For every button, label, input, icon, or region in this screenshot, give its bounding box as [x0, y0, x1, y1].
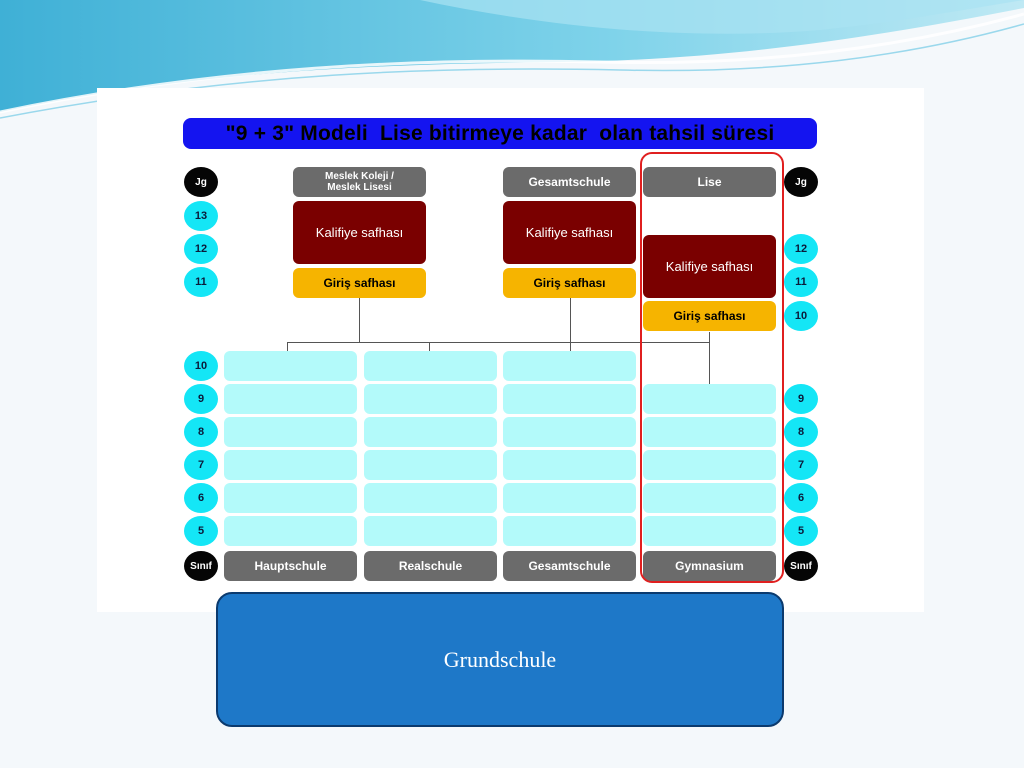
- grade-cell: [224, 384, 357, 414]
- grade-cell: [364, 384, 497, 414]
- grade-cell: [503, 417, 636, 447]
- jg-header-left: Jg: [184, 167, 218, 197]
- school-label-hauptschule: Hauptschule: [224, 551, 357, 581]
- jg-grade-left: 11: [184, 267, 218, 297]
- sinif-grade-right: 8: [784, 417, 818, 447]
- header-wave-decoration: [0, 0, 1024, 119]
- connector-horizontal: [287, 342, 710, 343]
- jg-grade-right: 10: [784, 301, 818, 331]
- jg-grade-right: 11: [784, 267, 818, 297]
- sinif-grade-left: 6: [184, 483, 218, 513]
- sinif-grade-left: 7: [184, 450, 218, 480]
- grade-cell: [643, 384, 776, 414]
- grade-cell: [364, 483, 497, 513]
- connector-drop-3: [570, 342, 571, 351]
- sinif-grade-left: 10: [184, 351, 218, 381]
- connector-meslek-stem: [359, 298, 360, 342]
- grade-cell: [364, 516, 497, 546]
- grade-cell: [503, 516, 636, 546]
- school-label-gymnasium: Gymnasium: [643, 551, 776, 581]
- sinif-grade-right: 5: [784, 516, 818, 546]
- school-label-gesamtschule-upper: Gesamtschule: [503, 167, 636, 197]
- jg-grade-left: 13: [184, 201, 218, 231]
- diagram-title: "9 + 3" Modeli Lise bitirmeye kadar olan…: [183, 118, 817, 149]
- grade-cell: [503, 450, 636, 480]
- grade-cell: [364, 417, 497, 447]
- grade-cell: [503, 384, 636, 414]
- connector-gesamt-stem: [570, 298, 571, 342]
- sinif-grade-right: 6: [784, 483, 818, 513]
- connector-drop-1: [287, 342, 288, 351]
- grade-cell: [224, 450, 357, 480]
- sinif-grade-right: 9: [784, 384, 818, 414]
- school-label-meslek-line1: Meslek Koleji /: [325, 171, 394, 182]
- grade-cell: [364, 450, 497, 480]
- school-label-realschule: Realschule: [364, 551, 497, 581]
- grade-cell: [224, 351, 357, 381]
- jg-grade-right: 12: [784, 234, 818, 264]
- school-label-meslek-line2: Meslek Lisesi: [327, 182, 392, 193]
- sinif-grade-left: 9: [184, 384, 218, 414]
- grade-cell: [643, 516, 776, 546]
- grade-cell: [364, 351, 497, 381]
- qualification-phase-meslek: Kalifiye safhası: [293, 201, 426, 264]
- jg-header-right: Jg: [784, 167, 818, 197]
- jg-grade-left: 12: [184, 234, 218, 264]
- sinif-grade-right: 7: [784, 450, 818, 480]
- connector-drop-2: [429, 342, 430, 351]
- sinif-footer-left: Sınıf: [184, 551, 218, 581]
- grade-cell: [643, 450, 776, 480]
- qualification-phase-gesamtschule: Kalifiye safhası: [503, 201, 636, 264]
- introduction-phase-gesamtschule: Giriş safhası: [503, 268, 636, 298]
- gymnasium-lise-highlight-frame: [640, 152, 784, 583]
- connector-lise-stem: [709, 332, 710, 384]
- introduction-phase-meslek: Giriş safhası: [293, 268, 426, 298]
- grundschule-box: Grundschule: [216, 592, 784, 727]
- grade-cell: [224, 516, 357, 546]
- qualification-phase-lise: Kalifiye safhası: [643, 235, 776, 298]
- school-label-lise: Lise: [643, 167, 776, 197]
- school-label-meslek: Meslek Koleji / Meslek Lisesi: [293, 167, 426, 197]
- grade-cell: [503, 351, 636, 381]
- introduction-phase-lise: Giriş safhası: [643, 301, 776, 331]
- grade-cell: [224, 483, 357, 513]
- grade-cell: [643, 483, 776, 513]
- sinif-grade-left: 5: [184, 516, 218, 546]
- school-label-gesamtschule-lower: Gesamtschule: [503, 551, 636, 581]
- grade-cell: [503, 483, 636, 513]
- grade-cell: [224, 417, 357, 447]
- sinif-grade-left: 8: [184, 417, 218, 447]
- sinif-footer-right: Sınıf: [784, 551, 818, 581]
- grade-cell: [643, 417, 776, 447]
